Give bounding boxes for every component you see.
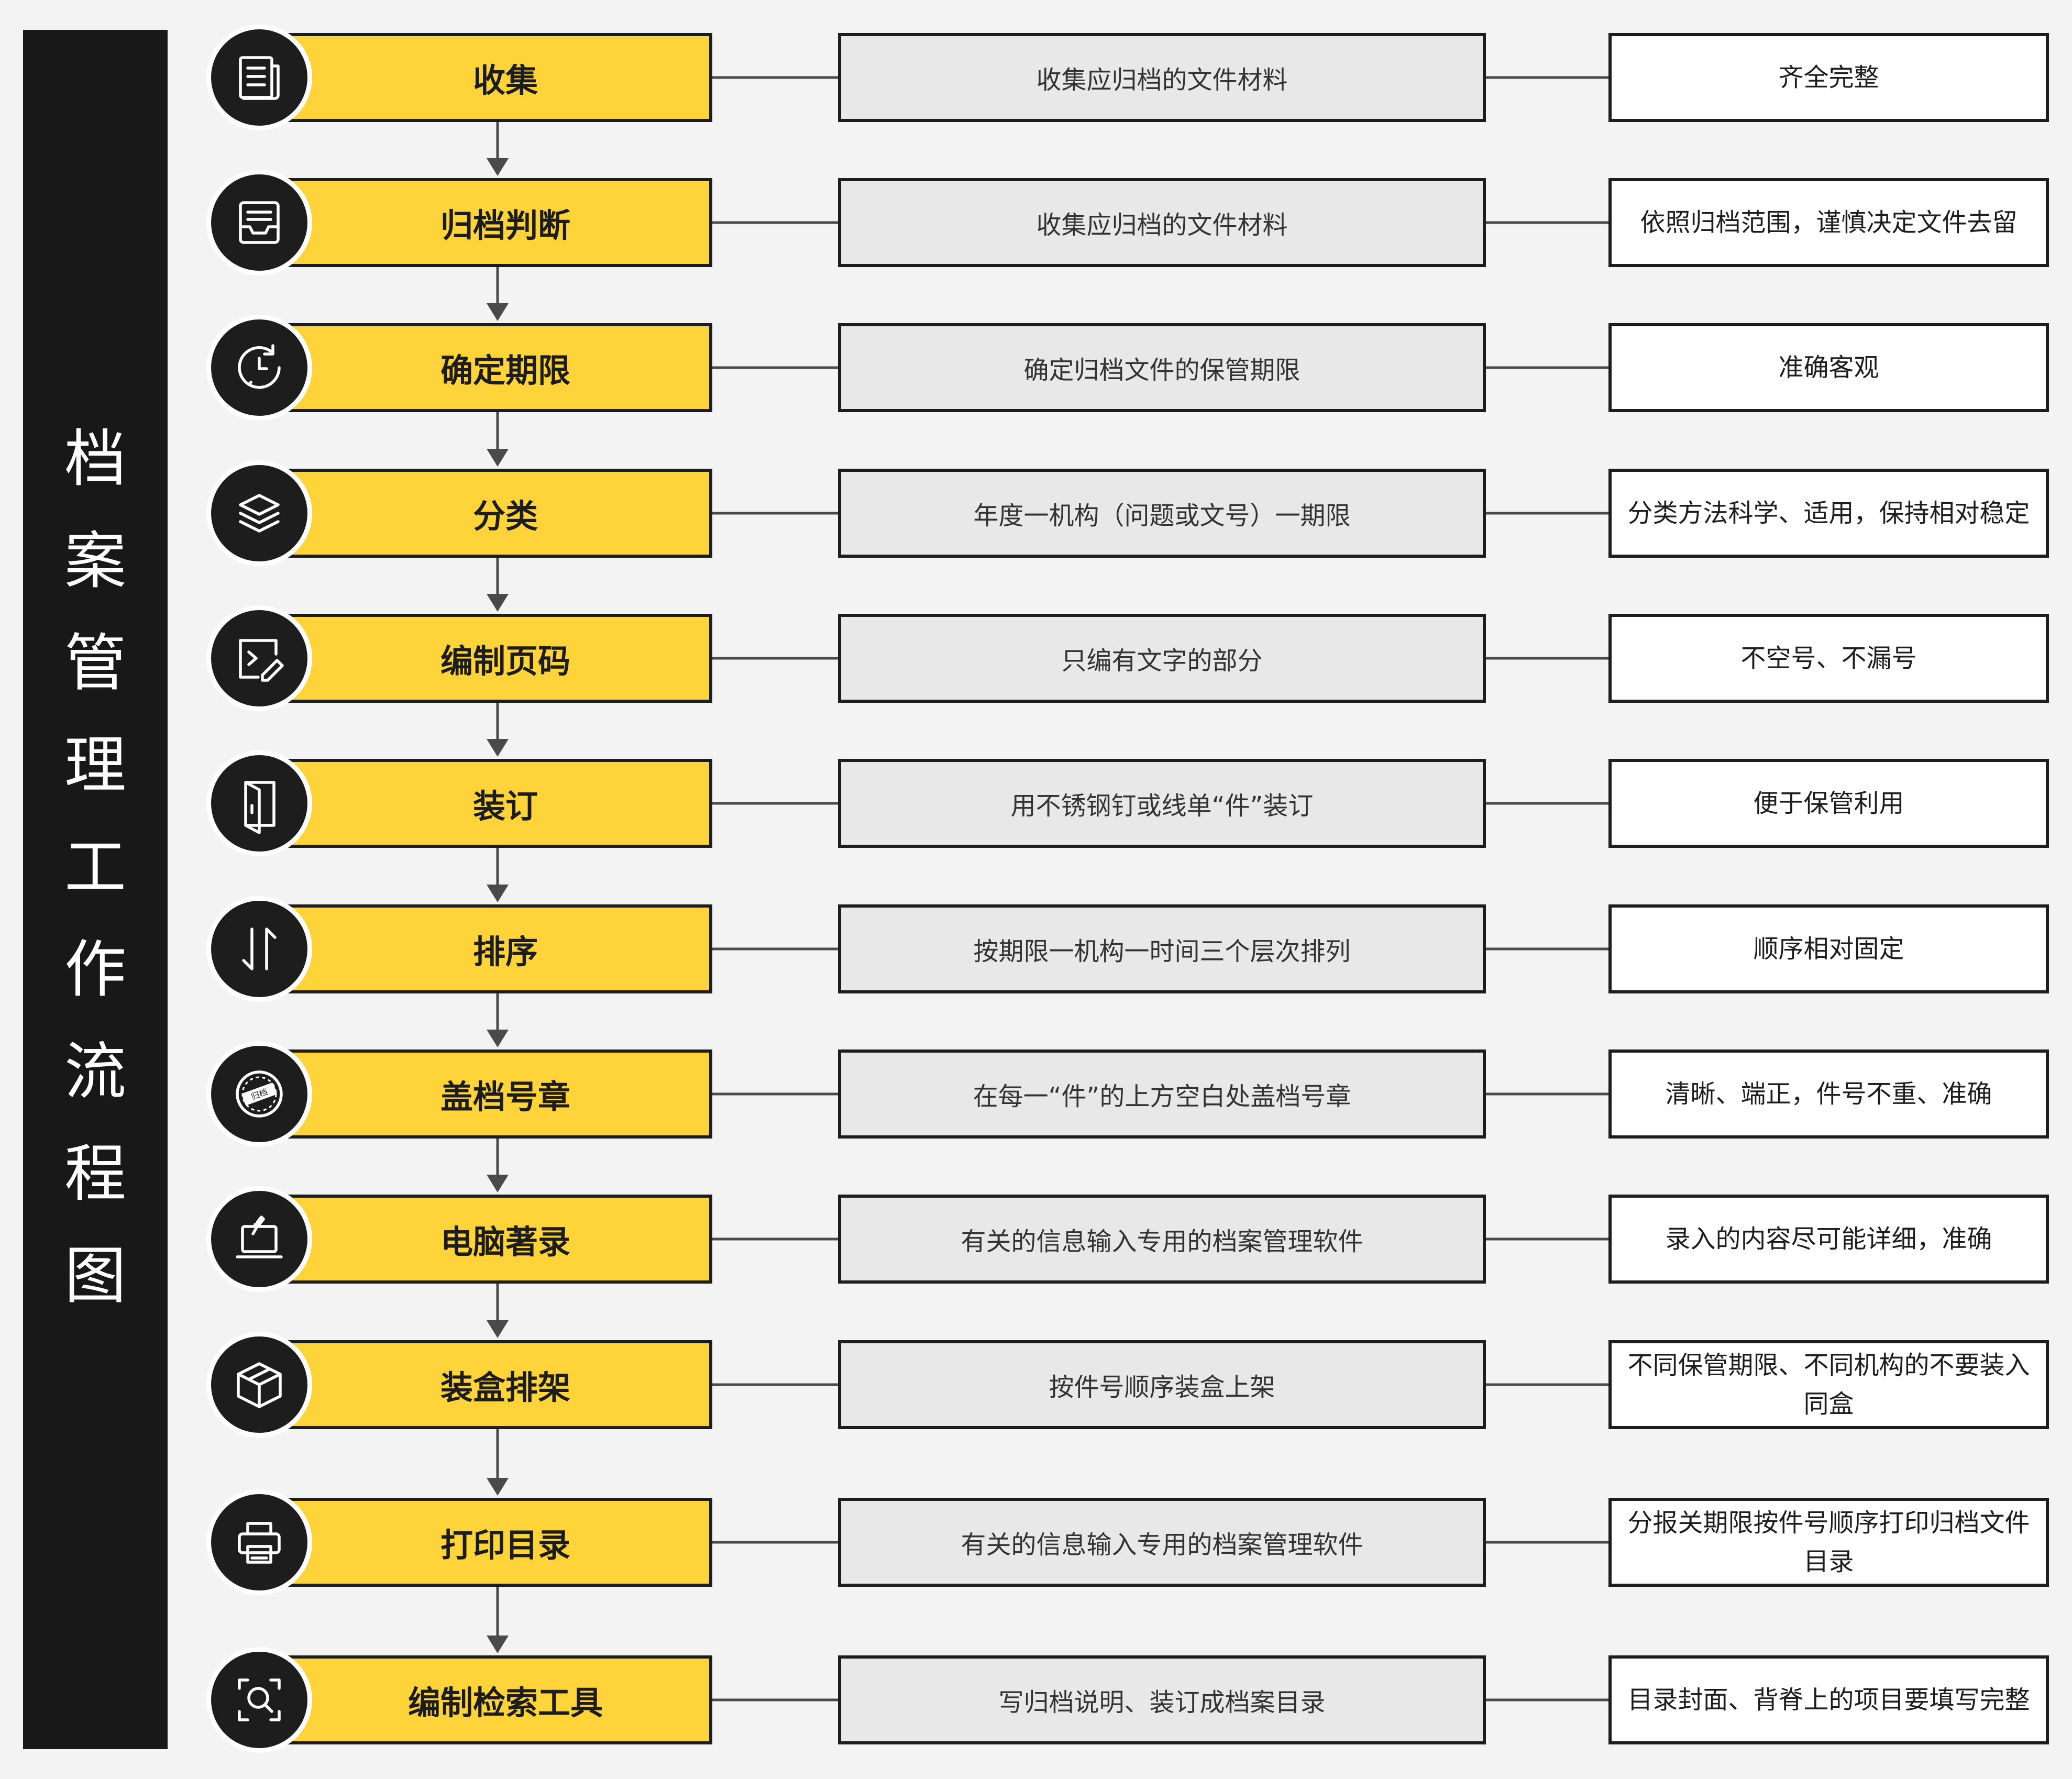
step-box: 装盒排架 xyxy=(283,1340,712,1429)
step-box: 排序 xyxy=(283,904,712,993)
step-requirement: 便于保管利用 xyxy=(1608,759,2049,848)
clock-icon xyxy=(206,315,312,421)
side-title-panel: 档案管理工作流程图 xyxy=(23,30,168,1749)
step-description: 在每一“件”的上方空白处盖档号章 xyxy=(838,1049,1486,1139)
page-title: 档案管理工作流程图 xyxy=(64,408,126,1327)
step-requirement: 目录封面、背脊上的项目要填写完整 xyxy=(1608,1655,2049,1744)
arrow-head xyxy=(487,739,509,757)
step-box: 编制检索工具 xyxy=(283,1655,712,1744)
step-requirement: 齐全完整 xyxy=(1608,33,2049,122)
title-glyph: 作 xyxy=(64,933,126,1005)
binder-icon xyxy=(206,750,312,856)
step-box: 打印目录 xyxy=(283,1498,712,1587)
document-icon xyxy=(206,25,312,130)
step-box: 装订 xyxy=(283,759,712,848)
step-requirement: 顺序相对固定 xyxy=(1608,904,2049,993)
title-glyph: 理 xyxy=(64,729,126,801)
step-requirement: 不空号、不漏号 xyxy=(1608,614,2049,703)
title-glyph: 案 xyxy=(64,525,126,597)
printer-icon xyxy=(206,1489,312,1595)
step-requirement: 依照归档范围，谨慎决定文件去留 xyxy=(1608,178,2049,267)
step-requirement: 分类方法科学、适用，保持相对稳定 xyxy=(1608,469,2049,558)
arrow-head xyxy=(487,158,509,176)
layers-icon xyxy=(206,460,312,566)
title-glyph: 工 xyxy=(64,831,126,903)
step-requirement: 清晰、端正，件号不重、准确 xyxy=(1608,1049,2049,1139)
step-box: 收集 xyxy=(283,33,712,122)
arrow-head xyxy=(487,1320,509,1338)
step-description: 写归档说明、装订成档案目录 xyxy=(838,1655,1486,1744)
step-description: 用不锈钢钉或线单“件”装订 xyxy=(838,759,1486,848)
sort-icon xyxy=(206,896,312,1002)
arrow-head xyxy=(487,449,509,467)
arrow-head xyxy=(487,1478,509,1496)
svg-text:归档: 归档 xyxy=(250,1087,269,1102)
step-requirement: 不同保管期限、不同机构的不要装入同盒 xyxy=(1608,1340,2049,1429)
arrow-head xyxy=(487,1636,509,1653)
step-box: 归档判断 xyxy=(283,178,712,267)
arrow-head xyxy=(487,1030,509,1047)
step-box: 盖档号章 xyxy=(283,1049,712,1139)
title-glyph: 管 xyxy=(64,627,126,699)
title-glyph: 流 xyxy=(64,1035,126,1108)
step-description: 有关的信息输入专用的档案管理软件 xyxy=(838,1498,1486,1587)
step-box: 确定期限 xyxy=(283,323,712,412)
step-box: 分类 xyxy=(283,469,712,558)
arrow-head xyxy=(487,303,509,321)
stamp-icon: 归档 xyxy=(206,1041,312,1147)
step-description: 收集应归档的文件材料 xyxy=(838,178,1486,267)
step-description: 收集应归档的文件材料 xyxy=(838,33,1486,122)
title-glyph: 档 xyxy=(64,423,126,495)
step-description: 按件号顺序装盒上架 xyxy=(838,1340,1486,1429)
step-requirement: 分报关期限按件号顺序打印归档文件目录 xyxy=(1608,1498,2049,1587)
box-icon xyxy=(206,1332,312,1438)
step-description: 有关的信息输入专用的档案管理软件 xyxy=(838,1195,1486,1284)
title-glyph: 程 xyxy=(64,1137,126,1210)
arrow-head xyxy=(487,1175,509,1192)
step-description: 年度一机构（问题或文号）一期限 xyxy=(838,469,1486,558)
edit-code-icon xyxy=(206,605,312,711)
step-box: 电脑著录 xyxy=(283,1195,712,1284)
arrow-head xyxy=(487,594,509,612)
inbox-icon xyxy=(206,170,312,275)
step-description: 只编有文字的部分 xyxy=(838,614,1486,703)
laptop-icon xyxy=(206,1186,312,1292)
arrow-head xyxy=(487,885,509,902)
step-requirement: 录入的内容尽可能详细，准确 xyxy=(1608,1195,2049,1284)
search-scan-icon xyxy=(206,1647,312,1753)
step-requirement: 准确客观 xyxy=(1608,323,2049,412)
title-glyph: 图 xyxy=(64,1240,126,1312)
step-box: 编制页码 xyxy=(283,614,712,703)
step-description: 按期限一机构一时间三个层次排列 xyxy=(838,904,1486,993)
step-description: 确定归档文件的保管期限 xyxy=(838,323,1486,412)
